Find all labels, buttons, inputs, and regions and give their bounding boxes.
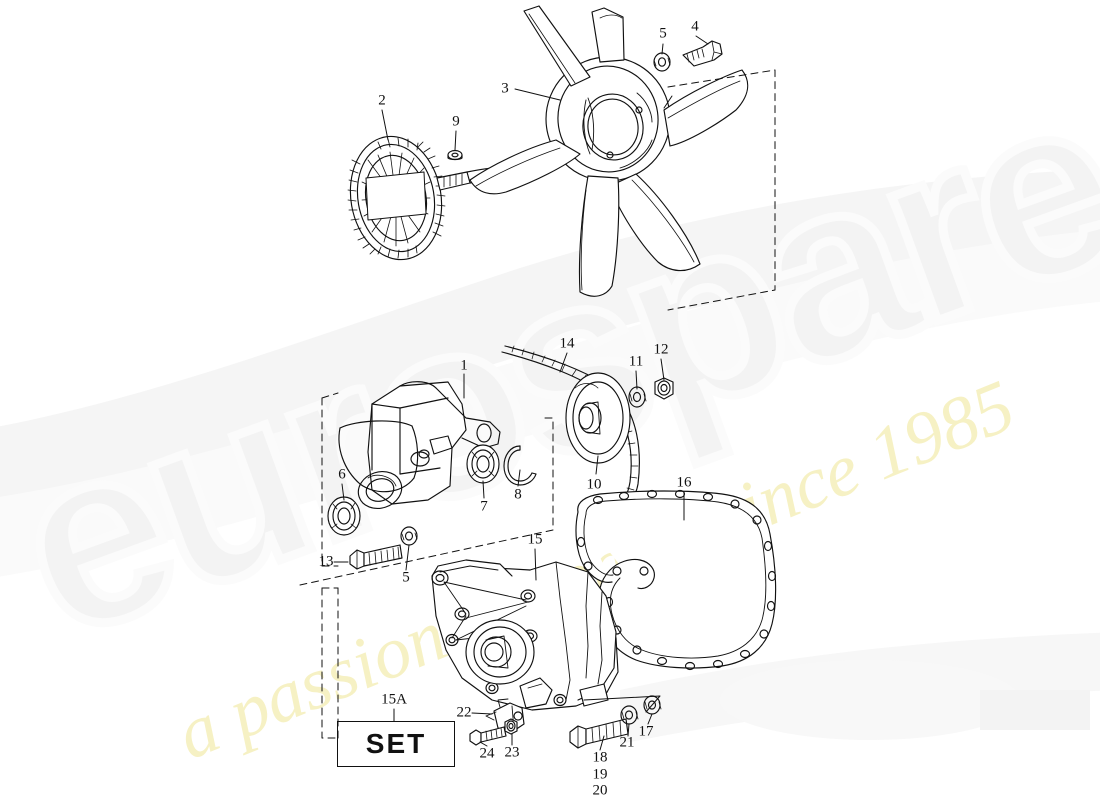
leader-lines	[333, 35, 709, 751]
part-washer-9	[447, 149, 463, 161]
callout-22: 22	[456, 704, 472, 721]
callout-15a: 15A	[381, 691, 407, 708]
callout-5-bottom: 5	[402, 569, 410, 586]
car-ghost-image	[0, 168, 1100, 744]
callout-3: 3	[501, 80, 509, 97]
callout-16: 16	[676, 474, 692, 491]
callout-17: 17	[638, 723, 654, 740]
set-label: SET	[365, 728, 427, 759]
callout-14: 14	[559, 335, 575, 352]
part-nut-23	[504, 718, 518, 735]
callout-18: 18	[592, 749, 608, 766]
part-viscous-fan-clutch	[347, 135, 509, 261]
part-washer-11	[628, 386, 647, 408]
callout-24: 24	[479, 745, 495, 762]
part-snap-ring-8	[503, 445, 537, 486]
callout-1: 1	[460, 357, 468, 374]
part-bolt-24	[469, 726, 507, 746]
callout-11: 11	[628, 353, 644, 370]
part-hex-bolt-18	[569, 718, 629, 749]
part-bearing-7	[466, 444, 500, 484]
part-mounting-bracket	[338, 381, 501, 509]
callout-9: 9	[452, 113, 460, 130]
callout-15: 15	[527, 531, 543, 548]
callout-10: 10	[586, 476, 602, 493]
part-hex-bolt-4	[682, 40, 723, 67]
part-pulley-10	[565, 372, 631, 464]
set-box: SET	[337, 721, 455, 767]
callout-8: 8	[514, 486, 522, 503]
callout-6: 6	[338, 466, 346, 483]
callout-4: 4	[691, 18, 699, 35]
callout-2: 2	[378, 92, 386, 109]
part-hex-bolt-13	[349, 544, 403, 570]
callout-13: 13	[318, 553, 334, 570]
callout-20: 20	[592, 782, 608, 799]
group-bracket-housing	[299, 392, 554, 739]
part-cooling-fan	[469, 5, 749, 297]
callout-5-top: 5	[659, 25, 667, 42]
callout-23: 23	[504, 744, 520, 761]
callout-21: 21	[619, 734, 635, 751]
callout-19: 19	[592, 766, 608, 783]
callout-7: 7	[480, 498, 488, 515]
part-nut-12	[654, 377, 674, 400]
part-water-pump-15	[431, 559, 619, 711]
callout-12: 12	[653, 341, 669, 358]
group-bracket-fan	[667, 69, 776, 311]
